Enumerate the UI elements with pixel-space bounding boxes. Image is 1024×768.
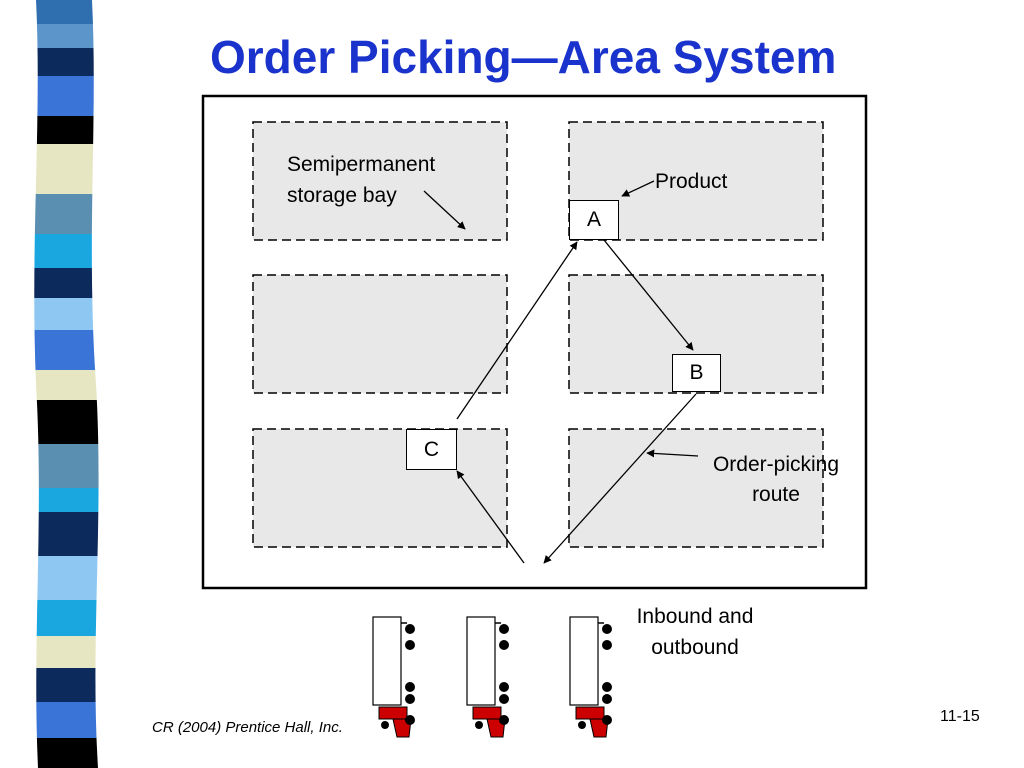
route-label-line1: Order-picking — [712, 453, 840, 476]
route-segment-a-to-b — [603, 239, 694, 351]
stop-c-box: C — [406, 429, 457, 470]
truck-icon — [569, 616, 612, 738]
stop-a-box: A — [569, 200, 619, 240]
route-pointer — [646, 449, 699, 458]
dock-label-line1: Inbound and — [636, 605, 754, 628]
decorative-stripe-bar — [0, 0, 120, 768]
storage-bay-pointer — [423, 190, 466, 230]
truck-icon — [372, 616, 415, 738]
page-number: 11-15 — [940, 708, 980, 725]
page-title: Order Picking—Area System — [210, 31, 837, 83]
stop-b-box: B — [672, 354, 721, 392]
product-pointer — [621, 180, 655, 197]
storage-bay-label-line1: Semipermanent — [287, 153, 436, 176]
product-label: Product — [655, 170, 728, 193]
route-segment-b-to-dock — [543, 393, 697, 564]
dock-label-line2: outbound — [651, 636, 739, 659]
truck-icon — [466, 616, 509, 738]
route-segment-dock-to-c — [456, 470, 525, 564]
copyright-footer: CR (2004) Prentice Hall, Inc. — [152, 719, 343, 736]
route-segment-c-to-a — [456, 241, 578, 420]
route-label-line2: route — [752, 483, 800, 506]
storage-bay — [252, 274, 508, 394]
storage-bay — [252, 121, 508, 241]
storage-bay-label-line2: storage bay — [287, 184, 397, 207]
storage-bay — [252, 428, 508, 548]
